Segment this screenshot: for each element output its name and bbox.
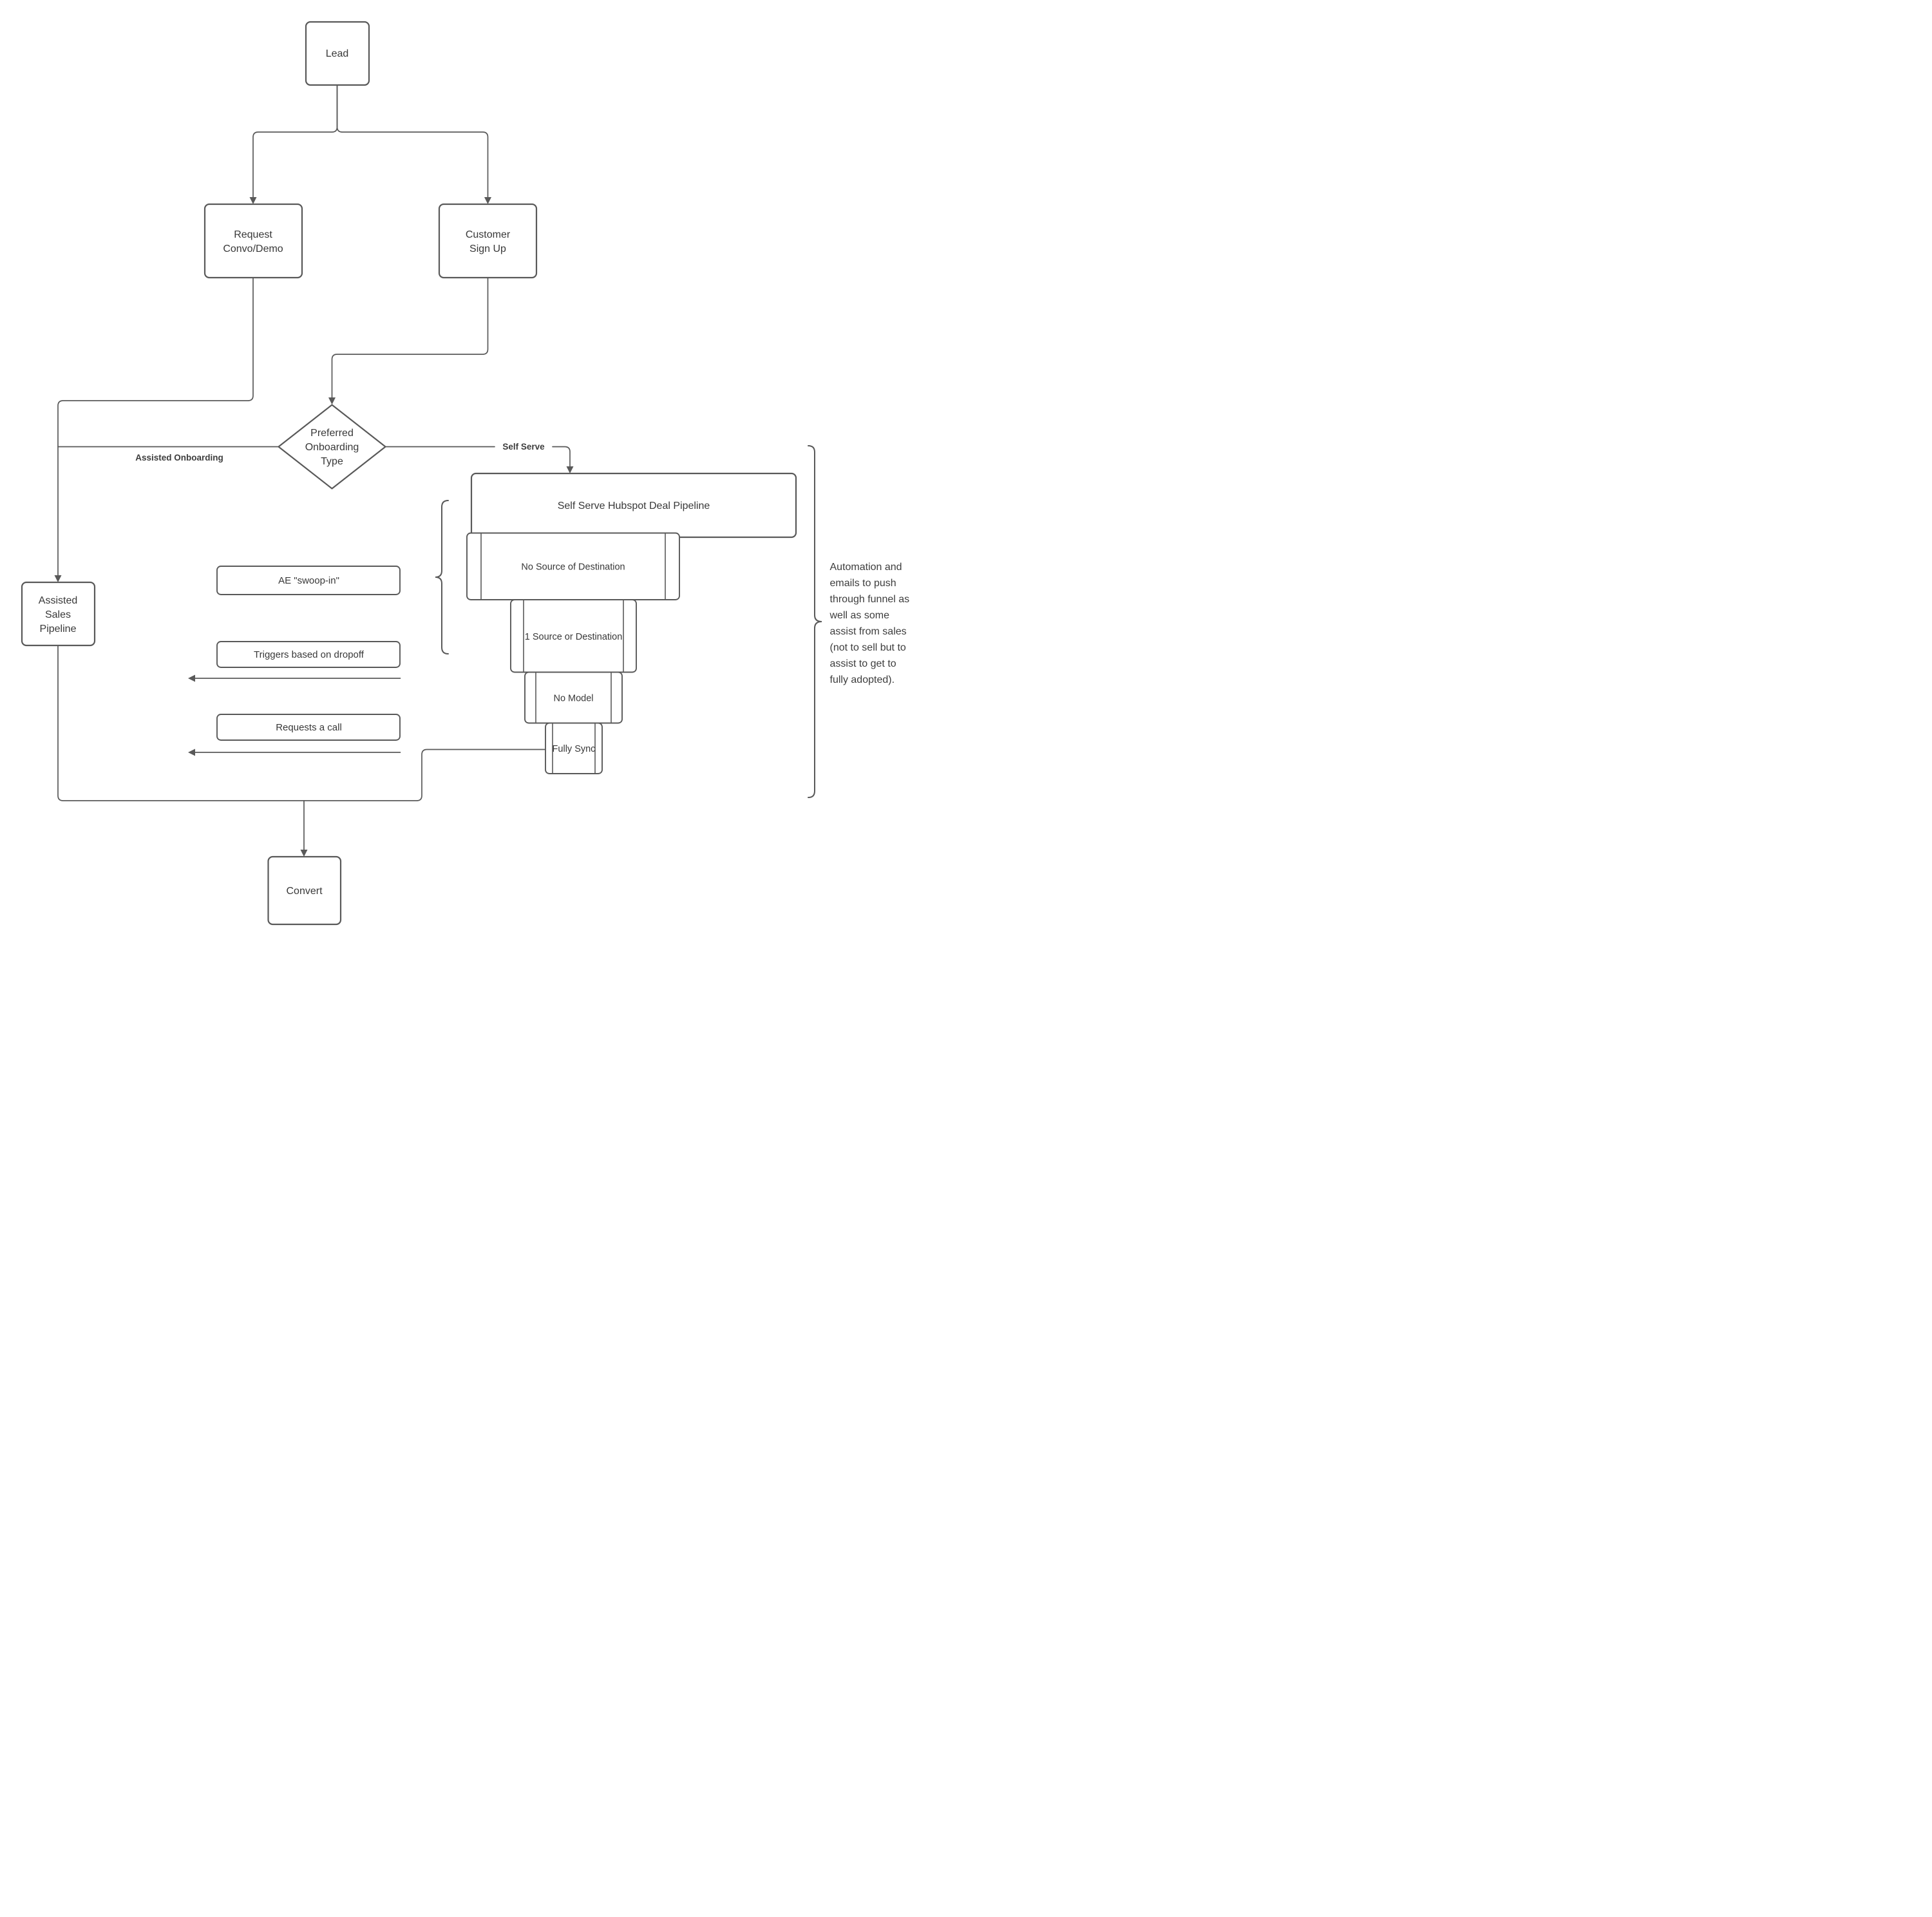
node-requests-call: Requests a call (216, 714, 401, 741)
annotation-line-3: through funnel as (830, 594, 910, 605)
node-request-convo-demo: Request Convo/Demo (204, 203, 303, 279)
node-funnel-no-model-label: No Model (553, 694, 593, 704)
node-funnel-fully-sync: Fully Sync (545, 722, 603, 774)
annotation-line-4: well as some (829, 610, 890, 621)
node-preferred-onboarding-type: Preferred Onboarding Type (278, 404, 386, 490)
node-request-line2: Convo/Demo (223, 243, 283, 254)
node-funnel-no-source: No Source of Destination (466, 532, 680, 600)
connector-fullysync-to-junction (303, 749, 546, 801)
node-asp-line1: Assisted (39, 595, 77, 606)
node-requests-call-shape (216, 714, 401, 741)
node-ae-swoop-in: AE "swoop-in" (216, 566, 401, 595)
node-assisted-sales-pipeline: Assisted Sales Pipeline (21, 581, 96, 647)
node-customer-sign-up-shape (438, 203, 538, 279)
node-customer-line1: Customer (466, 229, 511, 240)
node-triggers-dropoff-shape (216, 641, 401, 668)
node-triggers-dropoff-label: Triggers based on dropoff (254, 649, 365, 660)
annotation-line-5: assist from sales (830, 626, 907, 637)
node-decision-shape (278, 404, 386, 490)
node-lead-label: Lead (326, 48, 349, 59)
node-convert: Convert (267, 855, 342, 926)
node-request-convo-demo-shape (204, 203, 303, 279)
node-funnel-fully-sync-shape (545, 722, 603, 774)
node-request-line1: Request (234, 229, 272, 240)
connector-assisted-to-junction (57, 645, 305, 801)
node-funnel-no-source-label: No Source of Destination (521, 562, 625, 573)
node-convert-shape (267, 855, 342, 926)
node-decision-line1: Preferred (310, 428, 354, 439)
annotation-text: Automation and emails to push through fu… (829, 562, 910, 685)
connectors (54, 84, 574, 857)
annotation-line-7: assist to get to (830, 658, 896, 669)
flowchart-svg: Assisted Onboarding Self Serve Lead Requ… (21, 21, 910, 926)
right-curly-brace (808, 445, 822, 798)
node-lead: Lead (305, 21, 370, 86)
node-asp-line2: Sales (45, 609, 71, 620)
node-convert-label: Convert (286, 886, 323, 897)
annotation-line-8: fully adopted). (830, 674, 895, 685)
connector-decision-selfserve-branch-b (552, 446, 574, 473)
node-asp-line3: Pipeline (40, 624, 77, 634)
node-funnel-no-model: No Model (524, 671, 623, 724)
node-ae-swoop-in-shape (216, 566, 401, 595)
edge-label-assisted-onboarding: Assisted Onboarding (135, 453, 223, 463)
left-curly-brace (435, 500, 449, 654)
node-decision-line3: Type (321, 456, 343, 467)
node-funnel-one-source-label: 1 Source or Destination (525, 632, 623, 642)
annotation-line-6: (not to sell but to (830, 642, 906, 653)
node-customer-sign-up: Customer Sign Up (438, 203, 538, 279)
connector-customer-to-decision (328, 277, 489, 405)
node-customer-line2: Sign Up (469, 243, 506, 254)
connector-request-to-assisted (54, 277, 254, 582)
node-triggers-dropoff: Triggers based on dropoff (216, 641, 401, 668)
edge-label-self-serve: Self Serve (502, 442, 545, 452)
connector-lead-to-request (249, 84, 338, 204)
node-lead-shape (305, 21, 370, 86)
annotation-line-1: Automation and (830, 562, 902, 573)
node-ae-swoop-in-label: AE "swoop-in" (278, 575, 339, 586)
node-self-serve-pipeline-label: Self Serve Hubspot Deal Pipeline (558, 501, 710, 511)
annotation-line-2: emails to push (830, 578, 896, 589)
flowchart-canvas: Assisted Onboarding Self Serve Lead Requ… (0, 0, 966, 958)
node-assisted-sales-pipeline-shape (21, 581, 96, 647)
node-decision-line2: Onboarding (305, 442, 359, 453)
node-self-serve-pipeline: Self Serve Hubspot Deal Pipeline (470, 472, 797, 539)
connector-lead-to-customer (336, 84, 491, 204)
node-funnel-fully-sync-label: Fully Sync (553, 744, 596, 754)
node-funnel-one-source: 1 Source or Destination (510, 599, 637, 673)
node-requests-call-label: Requests a call (276, 722, 342, 733)
